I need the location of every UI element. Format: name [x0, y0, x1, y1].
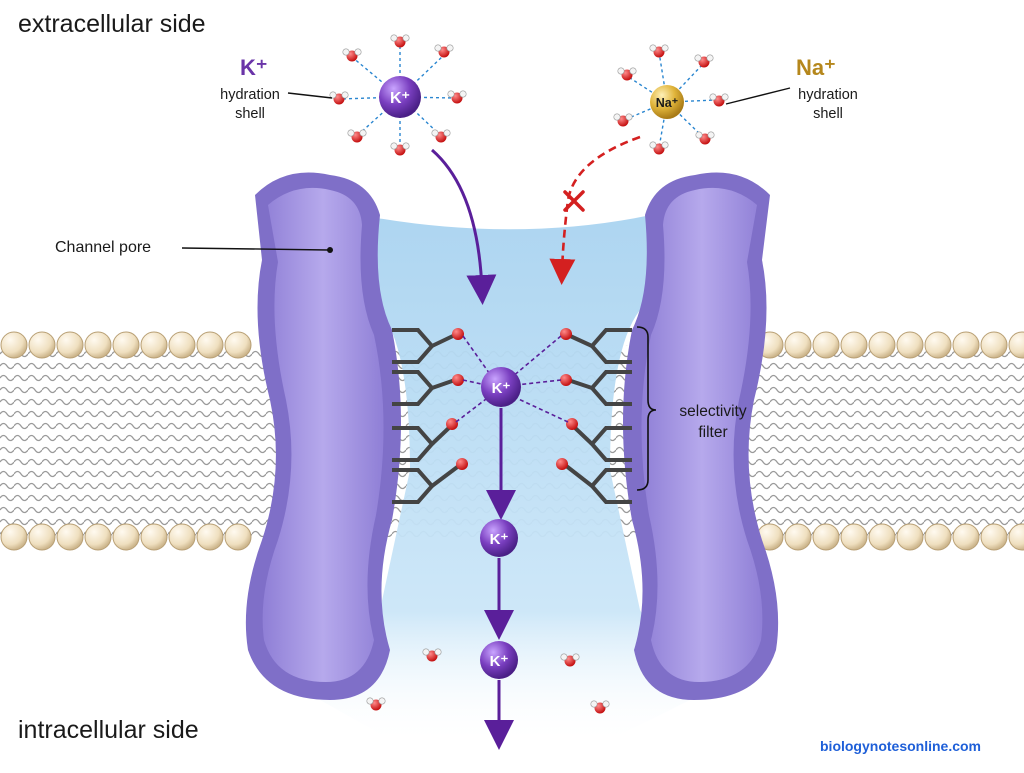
lipid-head — [840, 331, 868, 359]
lipid-head — [924, 523, 952, 551]
na-hydration-shell-label: hydration shell — [798, 87, 858, 122]
k-ion-lower-1 — [480, 519, 518, 557]
lipid-head — [56, 331, 84, 359]
blocked-x-icon — [563, 190, 585, 212]
lipid-head — [896, 523, 924, 551]
lipid-head — [56, 523, 84, 551]
channel-protein-right — [623, 172, 779, 700]
lipid-head — [924, 331, 952, 359]
lipid-head — [0, 331, 28, 359]
lipid-head — [840, 523, 868, 551]
k-ion-title: K⁺ — [240, 55, 268, 80]
lipid-head — [168, 523, 196, 551]
lipid-head — [980, 523, 1008, 551]
extracellular-label: extracellular side — [18, 10, 206, 38]
lipid-head — [868, 331, 896, 359]
lipid-head — [0, 523, 28, 551]
lipid-head — [28, 331, 56, 359]
lipid-head — [84, 331, 112, 359]
na-blocked-arrow — [549, 135, 641, 285]
k-ion-symbol-top: K⁺ — [390, 90, 410, 107]
lipid-head — [140, 523, 168, 551]
filter-oxygens — [446, 328, 578, 470]
lipid-head — [952, 523, 980, 551]
na-ion-symbol: Na⁺ — [656, 96, 679, 110]
k-hydration-shell-label: hydration shell — [220, 87, 280, 122]
channel-pore-label: Channel pore — [55, 239, 152, 256]
lipid-head — [84, 523, 112, 551]
lipid-head — [868, 523, 896, 551]
lipid-head — [112, 331, 140, 359]
lipid-head — [140, 331, 168, 359]
selectivity-filter-label: selectivity filter — [679, 403, 747, 441]
lipid-head — [952, 331, 980, 359]
na-shell-pointer — [725, 87, 791, 105]
watermark-link[interactable]: biologynotesonline.com — [820, 738, 982, 754]
lipid-head — [812, 331, 840, 359]
selectivity-filter-bracket — [636, 326, 657, 491]
lipid-head — [224, 331, 252, 359]
lipid-head — [112, 523, 140, 551]
k-ion-lower-2 — [480, 641, 518, 679]
na-hydrated-ion — [613, 44, 729, 155]
intracellular-label: intracellular side — [18, 716, 199, 744]
lipid-head — [196, 523, 224, 551]
k-hydrated-ion — [329, 34, 467, 156]
k-ion-symbol-lower-2: K⁺ — [490, 653, 509, 670]
lipid-head — [812, 523, 840, 551]
k-entry-arrow — [431, 148, 497, 305]
channel-pore-pointer — [181, 247, 333, 253]
channel-protein-left — [245, 172, 401, 700]
lipid-head — [28, 523, 56, 551]
k-ion-symbol-lower-1: K⁺ — [490, 531, 509, 548]
na-ion-title: Na⁺ — [796, 55, 836, 80]
lipid-head — [896, 331, 924, 359]
filter-coordination-lines — [455, 335, 569, 423]
lipid-head — [224, 523, 252, 551]
channel-water — [320, 212, 690, 745]
lipid-head — [196, 331, 224, 359]
lipid-head — [168, 331, 196, 359]
lipid-head — [784, 331, 812, 359]
lipid-head — [980, 331, 1008, 359]
k-shell-pointer — [287, 92, 333, 99]
k-ion-symbol-filter: K⁺ — [492, 380, 511, 397]
k-ion-filter — [481, 367, 521, 407]
lipid-head — [784, 523, 812, 551]
